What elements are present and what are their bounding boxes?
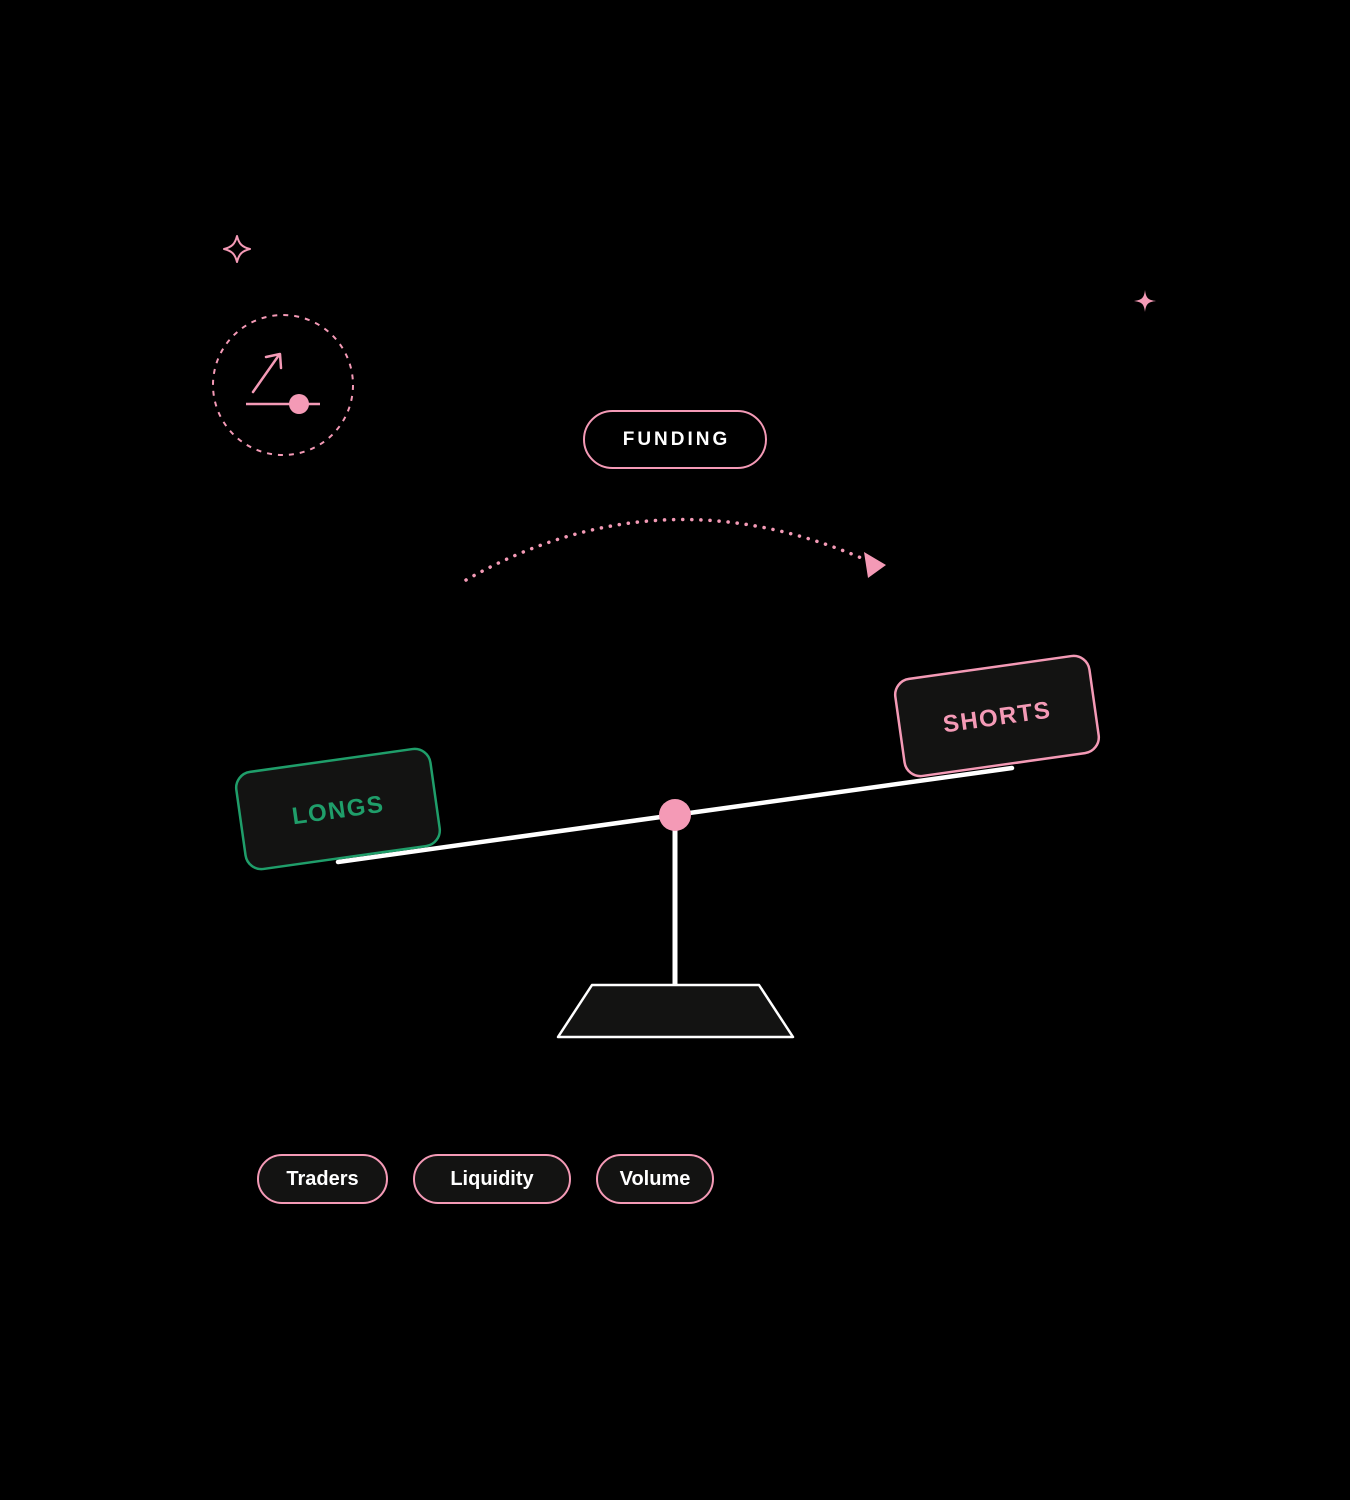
sparkle-filled-icon (1134, 290, 1156, 312)
seesaw-pivot (659, 799, 691, 831)
angle-gauge-icon (212, 314, 354, 456)
sparkle-outline-icon (223, 235, 251, 263)
shorts-box: SHORTS (893, 654, 1101, 778)
seesaw-base (556, 983, 795, 1039)
tag-volume: Volume (596, 1154, 714, 1204)
funding-pill: FUNDING (583, 410, 767, 469)
tag-liquidity: Liquidity (413, 1154, 571, 1204)
longs-box: LONGS (234, 747, 442, 871)
curved-arrow-icon (464, 517, 886, 582)
tag-traders: Traders (257, 1154, 388, 1204)
